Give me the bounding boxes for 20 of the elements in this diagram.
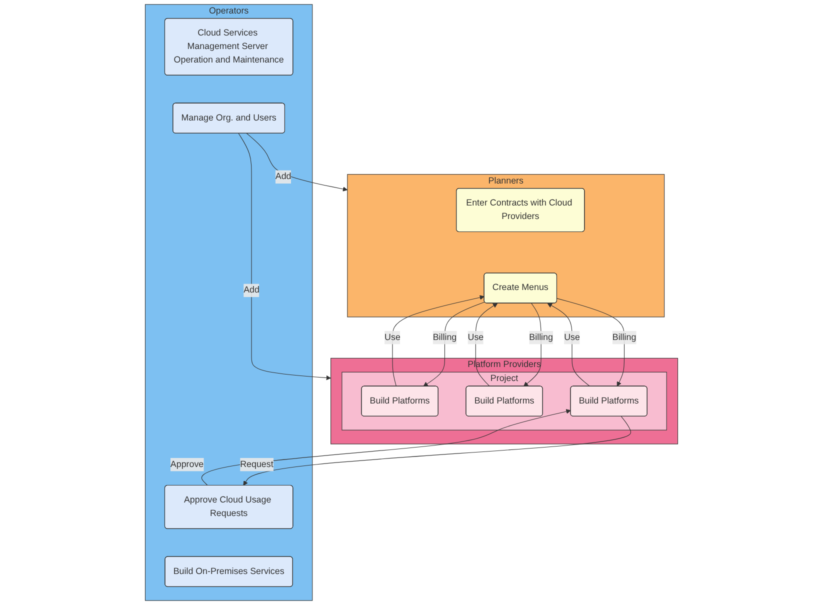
arrow bbox=[475, 303, 498, 387]
edge-label: Billing bbox=[612, 332, 636, 342]
arrow bbox=[238, 132, 332, 380]
arrow bbox=[246, 132, 348, 192]
arrow bbox=[523, 303, 542, 387]
arrow bbox=[423, 302, 486, 387]
edge-label: Billing bbox=[432, 332, 457, 342]
edge-label: Use bbox=[384, 332, 400, 342]
edge-label: Request bbox=[240, 460, 274, 470]
arrow bbox=[243, 416, 632, 486]
arrow bbox=[547, 303, 590, 387]
edge-label: Use bbox=[468, 332, 484, 342]
edge-label: Approve bbox=[170, 460, 204, 470]
arrow bbox=[392, 295, 485, 387]
edge-label: Add bbox=[275, 172, 292, 182]
arrow bbox=[556, 298, 625, 387]
edge-label: Add bbox=[244, 285, 260, 295]
arrow bbox=[201, 409, 571, 486]
edge-label: Use bbox=[564, 332, 580, 342]
edge-label: Billing bbox=[529, 332, 553, 342]
